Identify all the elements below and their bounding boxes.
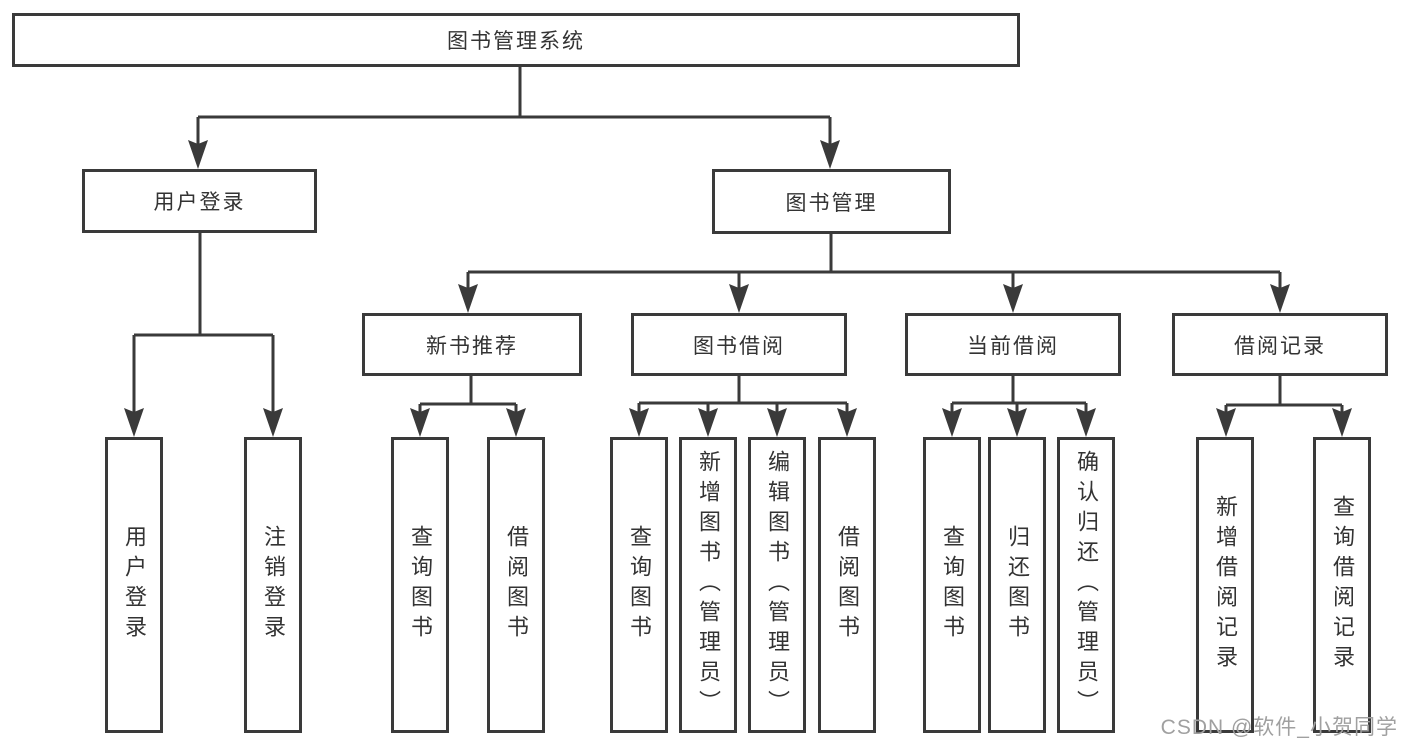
leaf-edit-book-admin: 编辑图书（管理员） <box>748 437 806 733</box>
leaf-user-login: 用户登录 <box>105 437 163 733</box>
node-new-book-recommend: 新书推荐 <box>362 313 582 376</box>
leaf-borrow-book: 借阅图书 <box>818 437 876 733</box>
node-book-borrow: 图书借阅 <box>631 313 847 376</box>
leaf-query-book-current: 查询图书 <box>923 437 981 733</box>
tree-branches <box>134 67 1342 407</box>
node-book-management: 图书管理 <box>712 169 951 234</box>
leaf-add-book-admin: 新增图书（管理员） <box>679 437 737 733</box>
node-borrow-record: 借阅记录 <box>1172 313 1388 376</box>
leaf-query-book-borrow: 查询图书 <box>610 437 668 733</box>
arrowheads <box>124 117 1352 437</box>
leaf-logout: 注销登录 <box>244 437 302 733</box>
node-root: 图书管理系统 <box>12 13 1020 67</box>
leaf-query-borrow-record: 查询借阅记录 <box>1313 437 1371 733</box>
node-user-login: 用户登录 <box>82 169 317 233</box>
leaf-borrow-book-recommend: 借阅图书 <box>487 437 545 733</box>
leaf-return-book: 归还图书 <box>988 437 1046 733</box>
leaf-add-borrow-record: 新增借阅记录 <box>1196 437 1254 733</box>
node-current-borrow: 当前借阅 <box>905 313 1121 376</box>
leaf-confirm-return-admin: 确认归还（管理员） <box>1057 437 1115 733</box>
csdn-watermark: CSDN @软件_小贺同学 <box>1160 716 1398 739</box>
leaf-query-book-recommend: 查询图书 <box>391 437 449 733</box>
